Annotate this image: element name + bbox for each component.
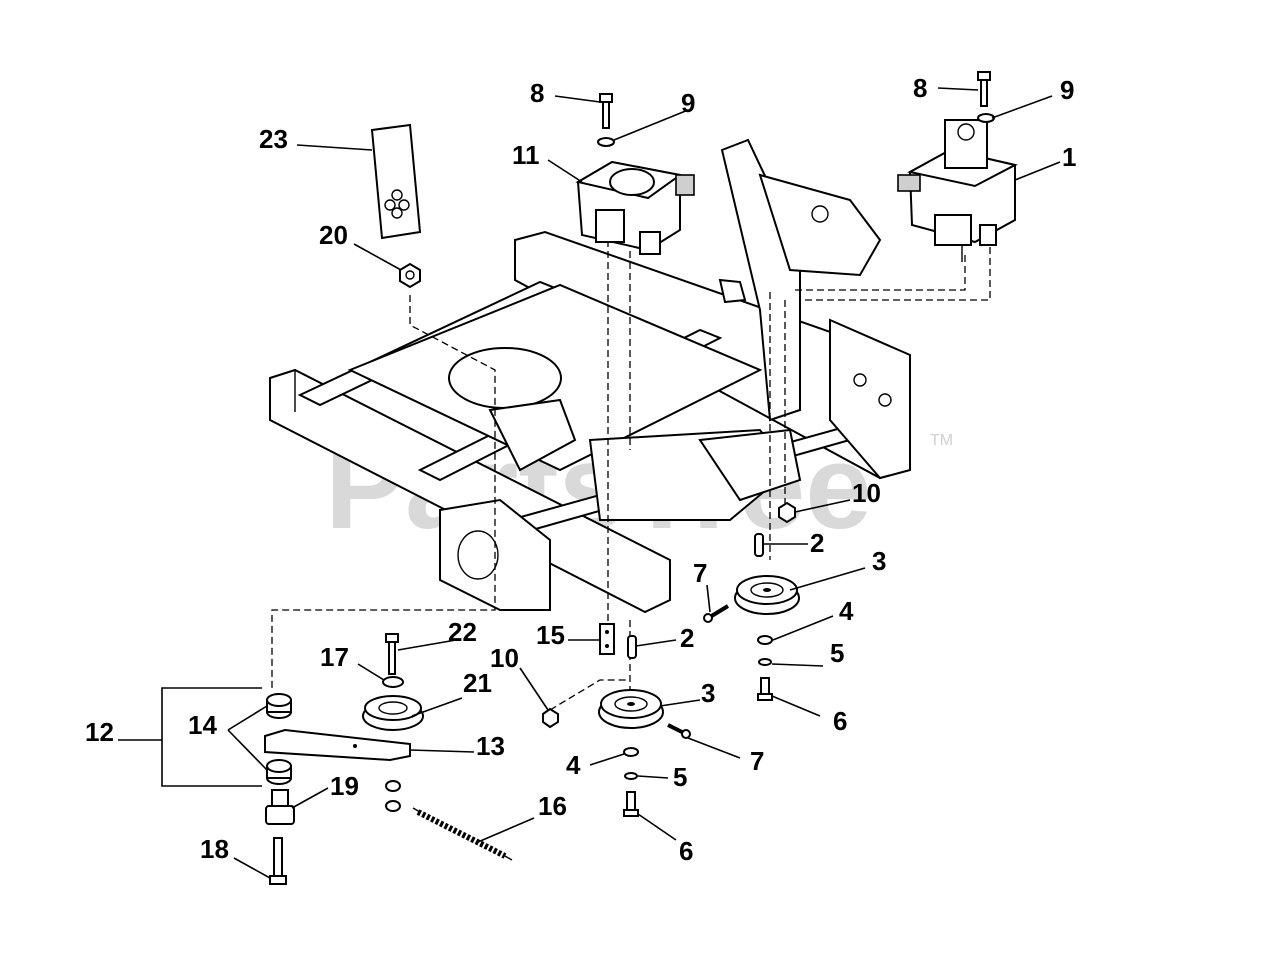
callout-19: 19 [330,771,359,801]
callout-10-right: 10 [852,478,881,508]
callout-11: 11 [512,140,540,170]
part-4-washer-left [623,747,639,757]
part-15-bracket [599,623,615,655]
part-5-lockwasher-left [624,772,638,780]
part-3-pulley-right [734,575,800,615]
callout-7-left: 7 [750,746,764,776]
part-22-bolt [385,633,399,675]
part-4-washer-right [757,635,773,645]
callout-5-left: 5 [673,762,687,792]
callout-4-right: 4 [839,596,854,626]
callout-20: 20 [319,220,348,250]
callout-6-left: 6 [679,836,693,866]
part-13-idler-arm [264,728,411,762]
part-14-bushing-top [266,693,292,719]
part-10-nut-left [542,707,559,729]
part-9-washer-left [597,137,615,147]
part-1-transmission [897,119,1018,262]
part-14-bushing-bottom [266,759,292,785]
callout-12: 12 [85,717,114,747]
part-18-bolt [269,837,287,885]
part-16-spring [412,807,513,861]
part-8-bolt-right [977,71,991,107]
callout-4-left: 4 [566,750,581,780]
part-20-nut [399,262,421,289]
callout-1: 1 [1062,142,1076,172]
part-23-decal [370,123,422,240]
callouts: 8 9 11 8 9 1 23 20 10 2 3 7 4 5 6 15 2 1… [85,73,1076,866]
callout-14: 14 [188,710,217,740]
watermark-trademark: TM [930,432,953,449]
callout-17: 17 [320,642,349,672]
callout-2-left: 2 [680,623,694,653]
callout-21: 21 [463,668,492,698]
callout-3-left: 3 [701,678,715,708]
callout-9-right: 9 [1060,75,1074,105]
part-6-bolt-right [757,677,773,701]
part-8-bolt-left [599,93,613,129]
callout-18: 18 [200,834,229,864]
callout-5-right: 5 [830,638,844,668]
callout-7-right: 7 [693,558,707,588]
callout-8-left: 8 [530,78,544,108]
part-10-nut-right [778,501,796,524]
callout-13: 13 [476,731,505,761]
callout-22: 22 [448,617,477,647]
callout-8-right: 8 [913,73,927,103]
callout-10-left: 10 [490,643,519,673]
part-idler-nuts [385,780,401,812]
callout-23: 23 [259,124,288,154]
leader-lines [118,87,1061,879]
part-2-key-left [627,635,637,659]
group-12-bracket [161,687,262,787]
callout-9-left: 9 [681,88,695,118]
part-2-key-right [754,533,764,557]
part-9-washer-right [977,113,995,123]
part-3-pulley-left [598,689,664,729]
callout-16: 16 [538,791,567,821]
part-6-bolt-left [623,791,639,817]
callout-15: 15 [536,620,565,650]
part-5-lockwasher-right [758,658,772,666]
part-19-spacer [265,789,295,825]
part-17-washer [382,676,404,688]
callout-2-right: 2 [810,528,824,558]
part-21-idler-pulley [362,695,424,731]
part-7-screw-right [703,604,730,623]
part-7-screw-left [667,723,691,739]
callout-3-right: 3 [872,546,886,576]
part-11-transmission [575,160,695,255]
callout-6-right: 6 [833,706,847,736]
